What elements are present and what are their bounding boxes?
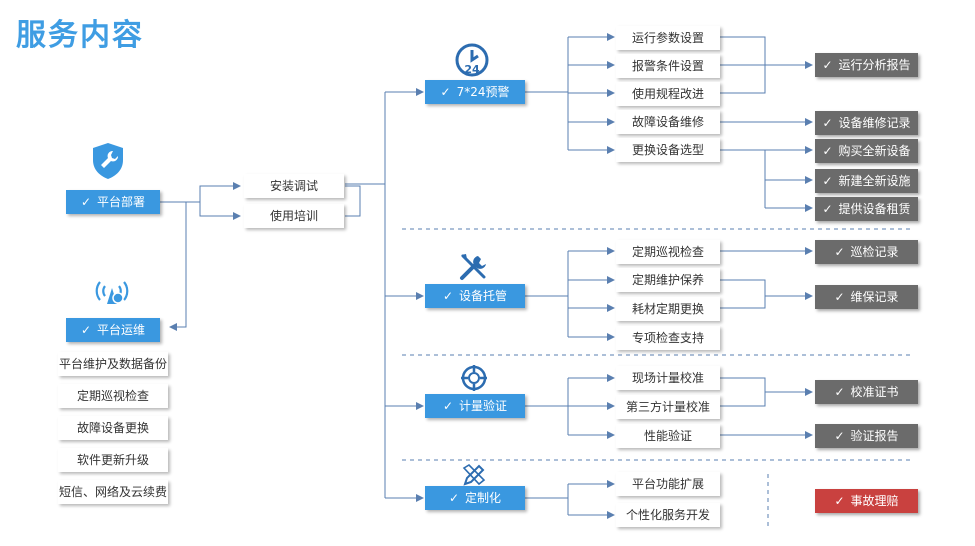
signal-tower-icon <box>94 278 130 310</box>
category-metrology: ✓计量验证 <box>425 394 525 418</box>
outcome-box: ✓校准证书 <box>815 380 918 404</box>
group4-item: 个性化服务开发 <box>616 503 720 527</box>
category-custom: ✓定制化 <box>425 486 525 510</box>
group3-item: 第三方计量校准 <box>616 395 720 419</box>
ops-item: 软件更新升级 <box>58 448 168 472</box>
category-hosting: ✓设备托管 <box>425 284 525 308</box>
group2-item: 定期巡视检查 <box>616 240 720 264</box>
group3-item: 现场计量校准 <box>616 366 720 390</box>
group1-item: 使用规程改进 <box>616 82 720 106</box>
group3-item: 性能验证 <box>616 424 720 448</box>
group4-item: 平台功能扩展 <box>616 472 720 496</box>
outcome-box: ✓验证报告 <box>815 424 918 448</box>
outcome-box: ✓新建全新设施 <box>815 169 918 193</box>
clock-24-icon: 24 <box>455 42 489 82</box>
group2-item: 专项检查支持 <box>616 326 720 350</box>
ops-item: 故障设备更换 <box>58 416 168 440</box>
incident-box: ✓事故理赔 <box>815 489 918 513</box>
deploy-box: ✓平台部署 <box>66 190 160 214</box>
group2-item: 定期维护保养 <box>616 268 720 292</box>
ops-item: 平台维护及数据备份 <box>58 352 168 376</box>
outcome-box: ✓购买全新设备 <box>815 139 918 163</box>
outcome-box: ✓维保记录 <box>815 285 918 309</box>
outcome-box: ✓设备维修记录 <box>815 111 918 135</box>
group1-item: 报警条件设置 <box>616 54 720 78</box>
training-box: 使用培训 <box>244 204 344 228</box>
outcome-box: ✓运行分析报告 <box>815 53 918 77</box>
ops-item: 定期巡视检查 <box>58 384 168 408</box>
ops-item: 短信、网络及云续费 <box>58 480 168 504</box>
tools-icon <box>458 252 488 286</box>
wrench-shield-icon <box>91 142 125 184</box>
category-alert: ✓7*24预警 <box>425 80 525 104</box>
group1-item: 更换设备选型 <box>616 138 720 162</box>
target-icon <box>460 364 488 396</box>
install-box: 安装调试 <box>244 174 344 198</box>
group1-item: 故障设备维修 <box>616 110 720 134</box>
group2-item: 耗材定期更换 <box>616 297 720 321</box>
pencil-ruler-icon <box>461 462 487 492</box>
outcome-box: ✓提供设备租赁 <box>815 197 918 221</box>
page-title: 服务内容 <box>16 18 144 53</box>
svg-text:24: 24 <box>464 63 480 76</box>
outcome-box: ✓巡检记录 <box>815 240 918 264</box>
ops-box: ✓平台运维 <box>66 318 160 342</box>
group1-item: 运行参数设置 <box>616 26 720 50</box>
